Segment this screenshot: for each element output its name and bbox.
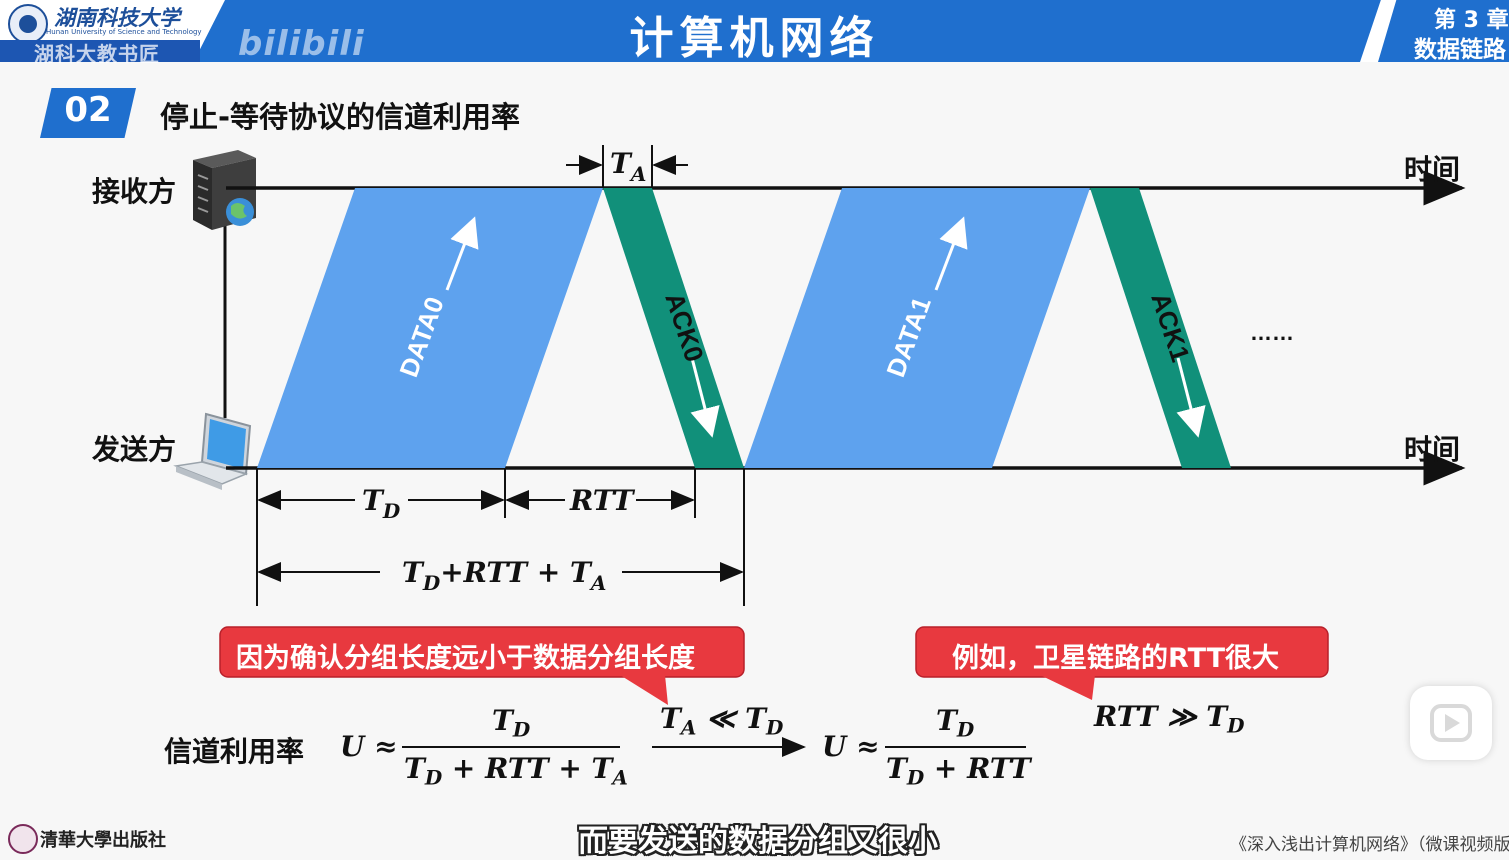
callout-right-text: 例如，卫星链路的RTT很大 <box>952 643 1280 674</box>
utilization-label: 信道利用率 <box>164 735 305 768</box>
ack0-direction-arrow <box>690 357 720 438</box>
time-label-receiver: 时间 <box>1404 153 1461 186</box>
data0-direction-arrow <box>445 216 479 291</box>
rtt-label: RTT <box>569 484 636 517</box>
receiver-label: 接收方 <box>92 175 177 208</box>
ack1-frame <box>1090 188 1231 468</box>
laptop-icon <box>173 412 252 490</box>
section-title: 停止-等待协议的信道利用率 <box>160 100 521 134</box>
play-icon <box>1430 704 1472 742</box>
publisher-name: 清華大學出版社 <box>40 830 166 851</box>
section-badge <box>40 88 136 138</box>
condition-rtt-much-greater-td: RTT ≫ TD <box>1094 700 1245 738</box>
server-icon <box>193 150 256 230</box>
ack0-frame <box>603 188 744 468</box>
ta-label: TA <box>610 147 646 186</box>
chapter-panel <box>1378 0 1509 62</box>
university-name: 湖南科技大学 <box>54 5 180 30</box>
condition-ta-much-less-td: TA ≪ TD <box>660 702 784 740</box>
time-label-sender: 时间 <box>1404 433 1461 466</box>
utilization-symbol-1: U ≈ <box>340 730 398 763</box>
header-bar <box>0 0 1509 62</box>
callout-left <box>219 626 745 705</box>
university-english-name: Hunan University of Science and Technolo… <box>46 28 202 36</box>
callout-right <box>915 626 1329 700</box>
data0-frame <box>257 188 603 468</box>
course-title: 计算机网络 <box>629 13 880 64</box>
book-title: 《深入浅出计算机网络》（微课视频版） <box>1230 835 1509 855</box>
section-number: 02 <box>64 90 112 130</box>
video-subtitle: 而要发送的数据分组又很小 <box>578 824 938 859</box>
play-button[interactable] <box>1410 686 1492 760</box>
bilibili-watermark: bilibili <box>238 24 365 64</box>
numerator-2: TD <box>936 704 975 742</box>
cycle-label: TD+RTT + TA <box>402 556 606 595</box>
callout-left-text: 因为确认分组长度远小于数据分组长度 <box>236 643 695 674</box>
numerator-1: TD <box>492 704 531 742</box>
data1-frame <box>744 188 1090 468</box>
continuation-ellipsis: …… <box>1250 320 1294 345</box>
logo-sub-band <box>0 40 200 62</box>
data1-direction-arrow <box>934 216 968 291</box>
chapter-number: 第 3 章 <box>1434 8 1509 33</box>
ack1-direction-arrow <box>1176 357 1206 438</box>
td-label: TD <box>362 484 401 523</box>
denominator-2: TD + RTT <box>886 752 1031 790</box>
denominator-1: TD + RTT + TA <box>404 752 628 790</box>
chapter-title: 数据链路 <box>1414 37 1506 63</box>
sender-label: 发送方 <box>92 433 177 466</box>
channel-name: 湖科大教书匠 <box>34 42 160 66</box>
utilization-symbol-2: U ≈ <box>822 730 880 763</box>
